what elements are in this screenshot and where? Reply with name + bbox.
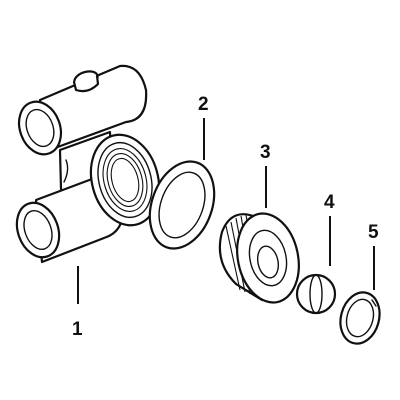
callout-3: 3 [260,142,271,163]
part-2-gasket [148,160,216,250]
part-4-ball [295,273,337,315]
part-1-jet-body [15,64,161,264]
callout-5: 5 [368,222,379,243]
part-5-retaining-ring [339,291,381,345]
part-3-wall-fitting [218,212,300,304]
callout-2: 2 [198,94,209,115]
callout-1: 1 [72,319,83,340]
callout-4: 4 [324,192,335,213]
